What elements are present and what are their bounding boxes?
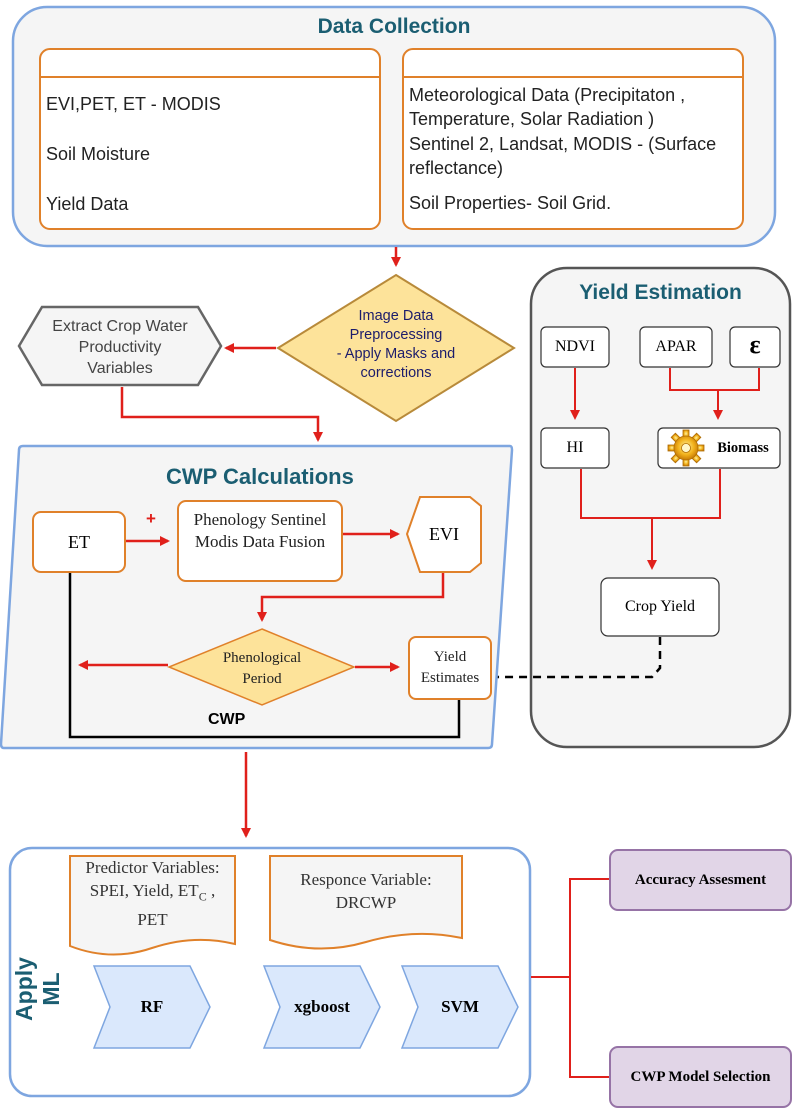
extract-hexagon [17, 305, 223, 387]
rf-label: RF [140, 997, 164, 1016]
preprocessing-diamond [276, 273, 516, 423]
apar-label: APAR [655, 338, 697, 355]
preprocessing-line-3: - Apply Masks and [336, 346, 456, 362]
arrow-extract-to-cwp [120, 387, 323, 442]
phenological-diamond [167, 628, 356, 706]
extract-line-3: Variables [87, 360, 153, 377]
apply-ml-title: Apply ML [11, 957, 64, 1021]
fusion-label: Phenology Sentinel Modis Data Fusion [178, 509, 342, 553]
fusion-box [177, 500, 343, 582]
cwp-calculations-panel [0, 444, 514, 750]
crop-yield-box [600, 577, 720, 637]
cwp-label: CWP [208, 711, 246, 728]
biomass-label: Biomass [717, 439, 769, 456]
data-collection-left-box [39, 48, 381, 230]
ndvi-label: NDVI [555, 338, 595, 355]
connector-hi-biomass [580, 469, 721, 519]
data-collection-title: Data Collection [317, 15, 471, 38]
model-selection-label: CWP Model Selection [630, 1068, 771, 1085]
yield-estimates-line-2: Estimates [420, 670, 480, 686]
predictor-line-1: Predictor Variables: [85, 858, 220, 877]
right-item-3: Soil Properties- Soil Grid. [409, 193, 612, 213]
apar-box [639, 326, 713, 368]
cwp-calculations-title: CWP Calculations [166, 464, 354, 489]
predictor-variables-label: Predictor Variables: SPEI, Yield, ETC , … [70, 856, 235, 931]
left-item-1: EVI,PET, ET - MODIS [46, 94, 221, 114]
predictor-line-2: SPEI, Yield, ETC , [70, 879, 235, 908]
epsilon-box [729, 326, 781, 368]
preprocessing-line-4: corrections [360, 365, 432, 381]
crop-yield-label: Crop Yield [624, 598, 696, 615]
extract-line-1: Extract Crop Water [52, 318, 188, 335]
phenological-line-1: Phenological [222, 650, 302, 666]
phenological-label: Phenological Period [192, 648, 332, 690]
right-item-1: Meteorological Data (Precipitaton , Temp… [409, 85, 686, 129]
accuracy-box [609, 849, 792, 911]
response-line-2: DRCWP [335, 893, 397, 912]
predictor-variables-doc [69, 855, 236, 956]
dashed-connector-crop-yield [491, 637, 662, 679]
svm-label: SVM [441, 997, 479, 1016]
hi-box [540, 427, 610, 469]
gear-icon [667, 429, 705, 467]
cwp-loop-line [68, 573, 461, 739]
yield-estimates-label: Yield Estimates [409, 647, 491, 689]
arrow-evi-to-phenological [257, 573, 445, 622]
connector-ml-to-outputs [531, 878, 610, 978]
rf-chevron [92, 965, 211, 1049]
extract-line-2: Productivity [78, 339, 162, 356]
response-variable-label: Responce Variable: DRCWP [270, 868, 462, 914]
et-label: ET [68, 531, 90, 552]
evi-label: EVI [429, 524, 459, 544]
right-item-2: Sentinel 2, Landsat, MODIS - (Surface re… [409, 134, 717, 178]
xgboost-label: xgboost [294, 997, 350, 1016]
accuracy-label: Accuracy Assesment [634, 871, 767, 888]
preprocessing-line-2: Preprocessing [349, 327, 443, 343]
model-selection-box [609, 1046, 792, 1108]
response-variable-doc [269, 855, 463, 950]
predictor-line-3: PET [137, 910, 168, 930]
connector-apar-epsilon [669, 368, 760, 391]
yield-estimates-box [408, 636, 492, 700]
predictor-subscript: C [198, 889, 207, 904]
svm-chevron [400, 965, 519, 1049]
epsilon-label: ε [749, 330, 761, 359]
left-item-2: Soil Moisture [46, 144, 151, 164]
plus-label: + [146, 509, 156, 528]
left-item-3: Yield Data [46, 194, 129, 214]
hi-label: HI [566, 439, 584, 456]
preprocessing-label: Image Data Preprocessing - Apply Masks a… [316, 307, 476, 383]
preprocessing-line-1: Image Data [358, 308, 434, 324]
evi-hexagon [405, 496, 482, 573]
phenological-line-2: Period [242, 671, 282, 687]
data-collection-right-box [402, 48, 744, 230]
predictor-line-2-text: SPEI, Yield, ET [89, 881, 199, 900]
fusion-line-2: Modis Data Fusion [194, 532, 326, 551]
connector-ml-to-selection [569, 977, 610, 1078]
fusion-line-1: Phenology Sentinel [193, 510, 327, 529]
yield-estimation-title: Yield Estimation [579, 281, 742, 304]
response-line-1: Responce Variable: [300, 870, 432, 889]
yield-estimation-panel [529, 266, 792, 749]
xgboost-chevron [262, 965, 381, 1049]
yield-estimates-line-1: Yield [433, 649, 467, 665]
extract-label: Extract Crop Water Productivity Variable… [24, 316, 216, 379]
et-box [32, 511, 126, 573]
predictor-line-2-tail: , [206, 881, 216, 900]
ndvi-box [540, 326, 610, 368]
